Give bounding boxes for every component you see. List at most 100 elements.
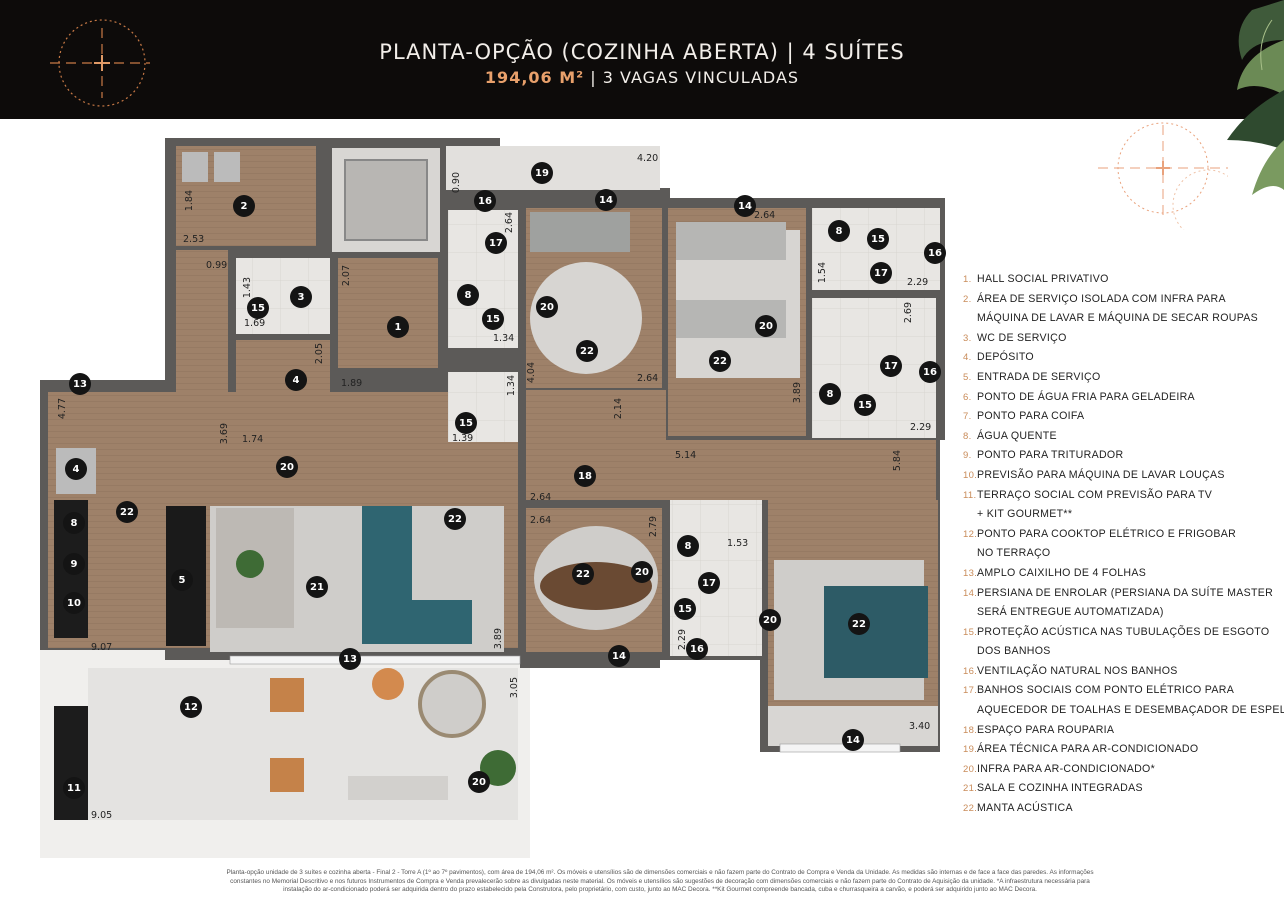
- legend-text: NO TERRAÇO: [977, 547, 1051, 560]
- elevator-cab: [344, 159, 428, 241]
- legend-number: 16.: [963, 665, 978, 677]
- dim-label: 2.53: [183, 234, 205, 245]
- dim-label: 9.07: [91, 642, 113, 653]
- marker-20-e: 20: [759, 609, 781, 631]
- marker-9: 9: [63, 553, 85, 575]
- legend-item: 22.MANTA ACÚSTICA: [958, 799, 1278, 819]
- hallway-floor: [666, 440, 936, 500]
- legend-item: MÁQUINA DE LAVAR E MÁQUINA DE SECAR ROUP…: [958, 309, 1278, 329]
- plant-leaves-icon: [1227, 0, 1284, 195]
- terrace-chair-3: [270, 758, 304, 792]
- legend-item: 4.DEPÓSITO: [958, 348, 1278, 368]
- legend-number: 9.: [963, 450, 972, 462]
- dim-label: 2.64: [530, 515, 552, 526]
- title-separator: |: [590, 68, 597, 87]
- marker-15-e: 15: [854, 394, 876, 416]
- hall-floor: [338, 258, 438, 368]
- marker-20-b: 20: [536, 296, 558, 318]
- service-dryer: [214, 152, 240, 182]
- marker-22-e: 22: [572, 563, 594, 585]
- marker-15-d: 15: [867, 228, 889, 250]
- marker-8-kitchen: 8: [63, 512, 85, 534]
- marker-1: 1: [387, 316, 409, 338]
- legend-number: 5.: [963, 371, 972, 383]
- parking-text: 3 VAGAS VINCULADAS: [602, 68, 800, 87]
- window-13: [229, 655, 521, 665]
- dim-label: 4.77: [57, 398, 68, 420]
- marker-2: 2: [233, 195, 255, 217]
- marker-20-f: 20: [468, 771, 490, 793]
- dim-label: 3.69: [219, 423, 230, 445]
- legend-item: 13.AMPLO CAIXILHO DE 4 FOLHAS: [958, 564, 1278, 584]
- marker-13: 13: [339, 648, 361, 670]
- compass-rose-icon: [50, 19, 150, 107]
- legend-item: + KIT GOURMET**: [958, 505, 1278, 525]
- dim-label: 1.34: [506, 375, 517, 397]
- legend-text: PONTO PARA TRITURADOR: [977, 449, 1124, 462]
- marker-12: 12: [180, 696, 202, 718]
- legend-text: HALL SOCIAL PRIVATIVO: [977, 273, 1109, 285]
- dim-label: 1.69: [244, 318, 266, 329]
- legend-item: 1.HALL SOCIAL PRIVATIVO: [958, 270, 1278, 290]
- footer-line: constantes no Memorial Descritivo e nos …: [230, 877, 1090, 885]
- legend-item: 12.PONTO PARA COOKTOP ELÉTRICO E FRIGOBA…: [958, 525, 1278, 545]
- marker-8-bath5: 8: [677, 535, 699, 557]
- header-bar: PLANTA-OPÇÃO (COZINHA ABERTA) | 4 SUÍTES…: [0, 0, 1284, 119]
- dim-label: 1.34: [493, 333, 515, 344]
- dim-label: 0.90: [451, 172, 462, 194]
- legend-number: 12.: [963, 528, 978, 540]
- legend-number: 19.: [963, 744, 978, 756]
- marker-20-d: 20: [631, 561, 653, 583]
- marker-8-bath1: 8: [457, 284, 479, 306]
- office-desk: [540, 562, 652, 610]
- corridor-floor: [526, 390, 666, 500]
- legend-text: ENTRADA DE SERVIÇO: [977, 370, 1101, 383]
- marker-16-b: 16: [924, 242, 946, 264]
- marker-10: 10: [63, 592, 85, 614]
- legend-item: 15.PROTEÇÃO ACÚSTICA NAS TUBULAÇÕES DE E…: [958, 623, 1278, 643]
- dining-plant: [236, 550, 264, 578]
- legend-text: PROTEÇÃO ACÚSTICA NAS TUBULAÇÕES DE ESGO…: [977, 625, 1270, 638]
- legend-item: 5. ENTRADA DE SERVIÇO: [958, 368, 1278, 388]
- marker-20-c: 20: [755, 315, 777, 337]
- marker-20-a: 20: [276, 456, 298, 478]
- bed-suite-2a: [676, 222, 786, 260]
- legend-text: VENTILAÇÃO NATURAL NOS BANHOS: [977, 664, 1178, 677]
- legend-item: 8.ÁGUA QUENTE: [958, 427, 1278, 447]
- area-value: 194,06 M²: [484, 68, 585, 87]
- marker-19: 19: [531, 162, 553, 184]
- legend-number: 21.: [963, 783, 978, 795]
- dim-label: 2.29: [677, 629, 688, 651]
- master-bed: [824, 586, 928, 678]
- dim-label: 2.07: [341, 265, 352, 287]
- dim-label: 3.40: [909, 721, 931, 732]
- window-14-master: [779, 743, 901, 753]
- marker-22-c: 22: [576, 340, 598, 362]
- dim-label: 2.29: [910, 422, 932, 433]
- legend-text: PONTO PARA COOKTOP ELÉTRICO E FRIGOBAR: [977, 527, 1237, 540]
- dim-label: 5.84: [892, 450, 903, 472]
- legend-text: ÁGUA QUENTE: [977, 429, 1057, 442]
- marker-8-bath4: 8: [819, 383, 841, 405]
- legend-number: 18.: [963, 724, 978, 736]
- legend-text: ESPAÇO PARA ROUPARIA: [977, 723, 1115, 736]
- plan-title: PLANTA-OPÇÃO (COZINHA ABERTA) | 4 SUÍTES: [379, 40, 905, 64]
- marker-14-b: 14: [734, 195, 756, 217]
- legend-text: MÁQUINA DE LAVAR E MÁQUINA DE SECAR ROUP…: [977, 312, 1259, 325]
- legend-number: 20.: [963, 763, 978, 775]
- legend-number: 4.: [963, 352, 972, 364]
- dim-label: 3.89: [792, 382, 803, 404]
- marker-16-a: 16: [474, 190, 496, 212]
- dim-label: 2.14: [613, 398, 624, 420]
- dim-label: 1.74: [242, 434, 264, 445]
- legend-item: 19.ÁREA TÉCNICA PARA AR-CONDICIONADO: [958, 740, 1278, 760]
- marker-15-c: 15: [455, 412, 477, 434]
- dim-label: 4.20: [637, 153, 659, 164]
- legend-text: TERRAÇO SOCIAL COM PREVISÃO PARA TV: [977, 488, 1213, 501]
- marker-17-c: 17: [880, 355, 902, 377]
- legend-item: 20.INFRA PARA AR-CONDICIONADO*: [958, 760, 1278, 780]
- legend-text: ÁREA DE SERVIÇO ISOLADA COM INFRA PARA: [977, 292, 1226, 305]
- service-corridor-floor: [176, 250, 228, 445]
- marker-15-b: 15: [482, 308, 504, 330]
